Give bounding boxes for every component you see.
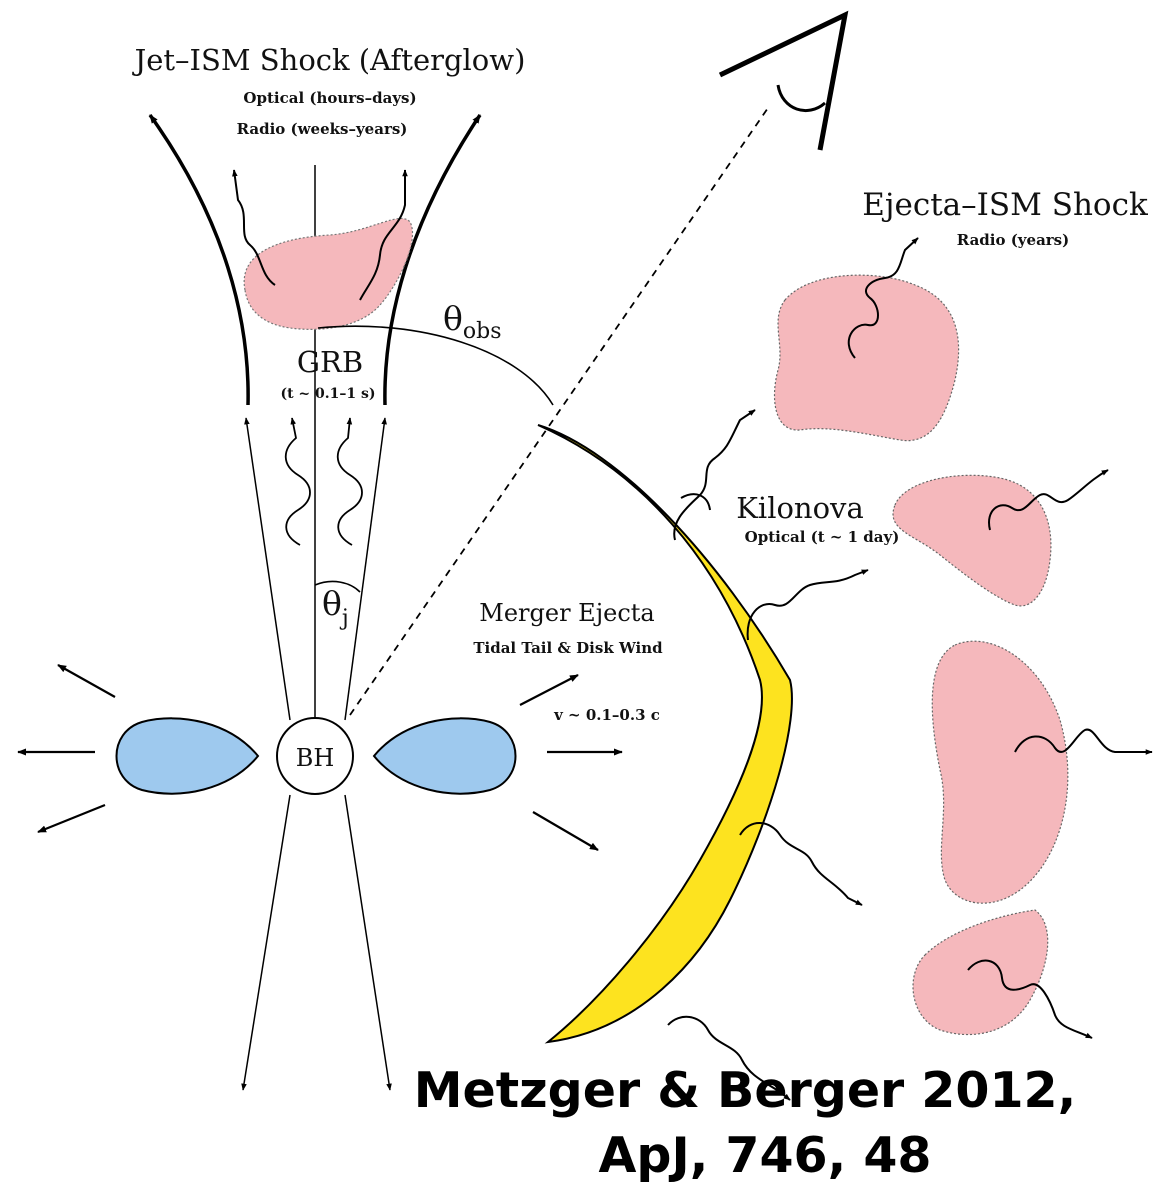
citation-line-2: ApJ, 746, 48 bbox=[598, 1127, 931, 1184]
theta-obs-label: θobs bbox=[443, 299, 502, 344]
ejecta-shock-blob-3 bbox=[932, 641, 1068, 903]
merger-ejecta-title: Merger Ejecta bbox=[479, 599, 654, 627]
wind-arrow-right-up bbox=[520, 675, 578, 705]
wind-arrow-left-up bbox=[58, 665, 115, 697]
kilonova-title: Kilonova bbox=[736, 491, 863, 525]
ejecta-shock-blob-2 bbox=[893, 475, 1051, 606]
bh-label: BH bbox=[296, 744, 335, 772]
jet-shock-title: Jet–ISM Shock (Afterglow) bbox=[132, 43, 526, 77]
counterjet-left bbox=[243, 795, 290, 1090]
ejecta-shock-blob-1 bbox=[774, 275, 958, 440]
disk-lobe-right bbox=[374, 718, 516, 793]
ejecta-shock-blob-4 bbox=[913, 910, 1048, 1035]
grb-wave-arrow-2 bbox=[338, 418, 362, 545]
jet-cone-left bbox=[246, 418, 290, 720]
kilonova-wave-2 bbox=[748, 570, 868, 640]
grb-title: GRB bbox=[297, 345, 363, 379]
ejecta-velocity: v ~ 0.1–0.3 c bbox=[553, 706, 660, 724]
jet-shock-optical: Optical (hours–days) bbox=[243, 89, 416, 107]
jet-cone-right bbox=[345, 418, 385, 720]
observer-eye-arc bbox=[778, 85, 825, 111]
wind-arrow-right-down bbox=[533, 812, 598, 850]
citation-line-1: Metzger & Berger 2012, bbox=[414, 1062, 1077, 1119]
jet-left-wall bbox=[150, 115, 248, 405]
ejecta-shock-title: Ejecta–ISM Shock bbox=[862, 187, 1148, 223]
observer-eye-icon bbox=[720, 15, 845, 150]
ejecta-shock-radio: Radio (years) bbox=[957, 231, 1069, 249]
grb-wave-arrow-1 bbox=[286, 418, 310, 545]
grb-time: (t ~ 0.1–1 s) bbox=[280, 386, 375, 402]
kilonova-optical: Optical (t ~ 1 day) bbox=[745, 528, 900, 546]
counterjet-right bbox=[345, 795, 390, 1090]
jet-shock-radio: Radio (weeks–years) bbox=[237, 120, 408, 138]
theta-j-label: θj bbox=[322, 584, 349, 631]
kilonova-wave-5 bbox=[681, 494, 710, 510]
merger-ejecta-sub: Tidal Tail & Disk Wind bbox=[473, 639, 663, 657]
disk-lobe-left bbox=[117, 718, 259, 793]
wind-arrow-left-down bbox=[38, 805, 105, 832]
